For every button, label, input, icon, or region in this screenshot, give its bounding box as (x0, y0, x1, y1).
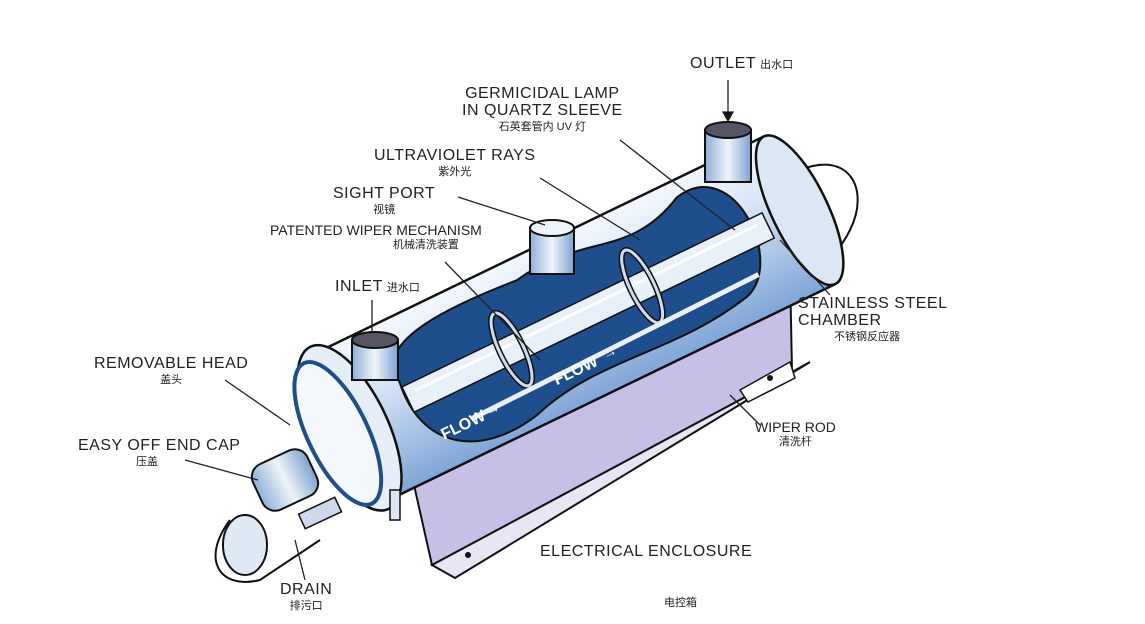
inlet-port (351, 331, 399, 381)
label-sight-zh: 视镜 (373, 203, 396, 216)
label-outlet-zh: 出水口 (760, 59, 794, 71)
label-lamp-zh: 石英套管内 UV 灯 (498, 120, 587, 133)
label-wiper-en: PATENTED WIPER MECHANISM (270, 222, 482, 238)
flow-arrow-icon: → (600, 342, 620, 362)
label-inlet-zh: 进水口 (386, 282, 420, 294)
label-enclosure-zh: 电控箱 (664, 597, 697, 609)
label-drain-en: DRAIN (280, 581, 333, 598)
label-rod-en: WIPER ROD (755, 419, 836, 435)
label-lamp-en1: GERMICIDAL LAMP (465, 85, 620, 102)
label-cap-zh: 压盖 (136, 455, 158, 468)
label-inlet-en: INLET (335, 278, 383, 295)
label-cap-en: EASY OFF END CAP (78, 437, 241, 454)
label-enclosure-en: ELECTRICAL ENCLOSURE (540, 543, 753, 560)
label-drain-zh: 排污口 (289, 599, 323, 612)
leader-lines (184, 80, 831, 581)
label-germicidal-lamp: GERMICIDAL LAMP IN QUARTZ SLEEVE 石英套管内 U… (462, 85, 623, 133)
label-enclosure: ELECTRICAL ENCLOSURE (540, 543, 753, 561)
label-chamber-en1: STAINLESS STEEL (798, 295, 948, 312)
sight-port (529, 219, 575, 275)
label-head-en: REMOVABLE HEAD (94, 355, 249, 372)
end-cap (214, 448, 401, 583)
label-head-zh: 盖头 (160, 373, 183, 386)
label-chamber: STAINLESS STEEL CHAMBER 不锈钢反应器 (798, 295, 948, 343)
label-uv-zh: 紫外光 (438, 165, 472, 178)
label-sight-en: SIGHT PORT (333, 185, 436, 202)
label-removable-head: REMOVABLE HEAD 盖头 (94, 355, 249, 386)
drain-valve (297, 496, 343, 530)
label-enclosure-zh-wrap: 电控箱 (664, 596, 697, 610)
label-uv-en: ULTRAVIOLET RAYS (374, 147, 536, 164)
label-lamp-en2: IN QUARTZ SLEEVE (462, 101, 623, 119)
label-outlet-en: OUTLET (690, 55, 757, 72)
label-chamber-en2: CHAMBER (798, 311, 882, 329)
label-end-cap: EASY OFF END CAP 压盖 (78, 437, 241, 468)
label-drain: DRAIN 排污口 (280, 581, 333, 612)
stainless-steel-chamber: FLOW FLOW → → (292, 134, 845, 512)
outlet-port (704, 121, 752, 183)
label-sight-port: SIGHT PORT 视镜 (333, 185, 436, 216)
label-wiper-zh: 机械清洗装置 (392, 238, 459, 251)
label-rod-zh: 清洗杆 (778, 435, 812, 448)
label-wiper-rod: WIPER ROD 清洗杆 (755, 420, 836, 448)
label-chamber-zh: 不锈钢反应器 (834, 330, 900, 343)
label-ultraviolet-rays: ULTRAVIOLET RAYS 紫外光 (374, 147, 536, 178)
label-wiper-mechanism: PATENTED WIPER MECHANISM 机械清洗装置 (270, 223, 482, 251)
flow-arrow-icon: → (483, 398, 503, 418)
